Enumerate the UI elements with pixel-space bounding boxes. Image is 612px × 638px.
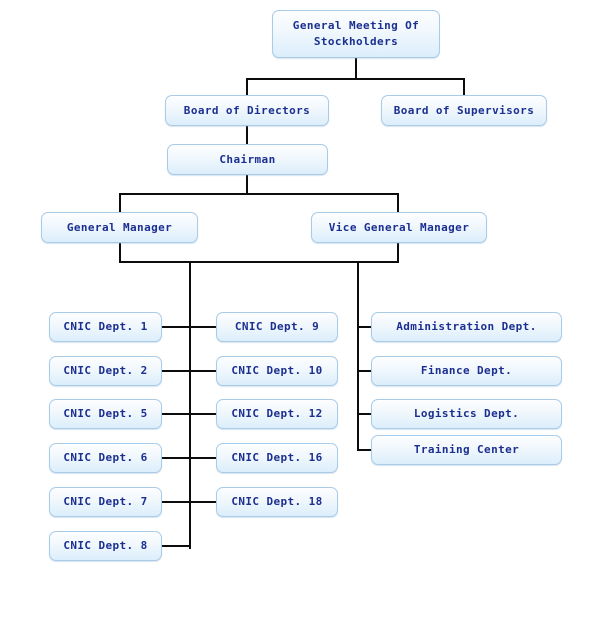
connector-right-stub-3: [357, 413, 373, 415]
node-middle-dept-4[interactable]: CNIC Dept. 16: [216, 443, 338, 473]
connector-departments-bar: [119, 261, 399, 263]
node-general-meeting-of-stockholders[interactable]: General Meeting Of Stockholders: [272, 10, 440, 58]
connector-to-vice-general-manager: [397, 193, 399, 212]
connector-meeting-down: [355, 58, 357, 79]
node-right-dept-4[interactable]: Training Center: [371, 435, 562, 465]
node-middle-dept-2[interactable]: CNIC Dept. 10: [216, 356, 338, 386]
node-general-manager[interactable]: General Manager: [41, 212, 198, 243]
node-right-dept-2[interactable]: Finance Dept.: [371, 356, 562, 386]
connector-level1-bar: [246, 78, 465, 80]
connector-right-stub-1: [357, 326, 373, 328]
node-left-dept-5[interactable]: CNIC Dept. 7: [49, 487, 162, 517]
connector-row-6: [161, 545, 191, 547]
connector-row-4: [161, 457, 217, 459]
connector-directors-to-chairman: [246, 126, 248, 145]
connector-right-stub-4: [357, 449, 373, 451]
connector-to-board-directors: [246, 78, 248, 96]
node-chairman[interactable]: Chairman: [167, 144, 328, 175]
node-middle-dept-5[interactable]: CNIC Dept. 18: [216, 487, 338, 517]
connector-to-board-supervisors: [463, 78, 465, 96]
node-middle-dept-3[interactable]: CNIC Dept. 12: [216, 399, 338, 429]
node-left-dept-3[interactable]: CNIC Dept. 5: [49, 399, 162, 429]
node-left-dept-1[interactable]: CNIC Dept. 1: [49, 312, 162, 342]
connector-to-general-manager: [119, 193, 121, 212]
node-right-dept-3[interactable]: Logistics Dept.: [371, 399, 562, 429]
connector-right-trunk: [357, 261, 359, 451]
node-board-of-supervisors[interactable]: Board of Supervisors: [381, 95, 547, 126]
node-vice-general-manager[interactable]: Vice General Manager: [311, 212, 487, 243]
node-left-dept-4[interactable]: CNIC Dept. 6: [49, 443, 162, 473]
node-board-of-directors[interactable]: Board of Directors: [165, 95, 329, 126]
node-middle-dept-1[interactable]: CNIC Dept. 9: [216, 312, 338, 342]
connector-left-trunk: [189, 261, 191, 549]
node-left-dept-6[interactable]: CNIC Dept. 8: [49, 531, 162, 561]
connector-row-5: [161, 501, 217, 503]
connector-manager-bar: [119, 193, 399, 195]
connector-right-stub-2: [357, 370, 373, 372]
connector-row-3: [161, 413, 217, 415]
connector-chairman-down: [246, 175, 248, 194]
connector-row-1: [161, 326, 217, 328]
connector-row-2: [161, 370, 217, 372]
node-left-dept-2[interactable]: CNIC Dept. 2: [49, 356, 162, 386]
node-right-dept-1[interactable]: Administration Dept.: [371, 312, 562, 342]
